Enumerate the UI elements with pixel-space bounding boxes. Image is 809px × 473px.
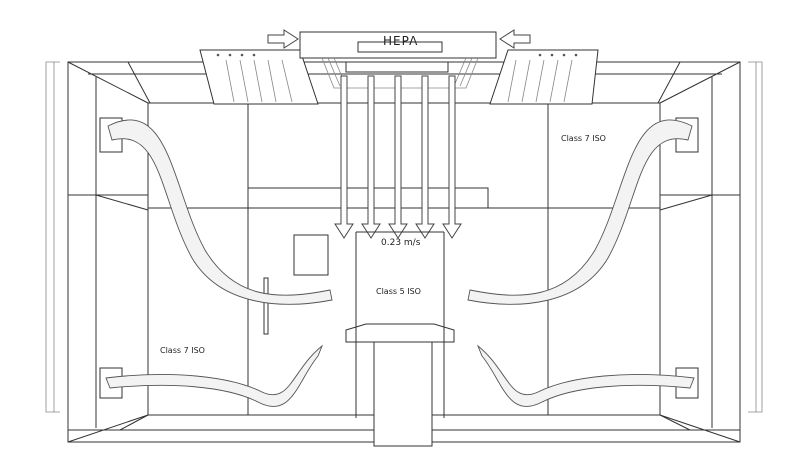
inlet-arrows	[267, 29, 531, 49]
airflow-ribbons	[105, 119, 695, 407]
zone-label-right: Class 7 ISO	[561, 134, 606, 143]
hepa-unit	[299, 31, 497, 89]
zone-label-center: Class 5 ISO	[376, 287, 421, 296]
zone-label-left: Class 7 ISO	[160, 346, 205, 355]
velocity-label: 0.23 m/s	[381, 238, 421, 248]
outer-wall-brackets	[45, 61, 763, 413]
downflow-arrows	[334, 75, 462, 239]
hepa-label: HEPA	[383, 34, 419, 48]
workbench	[345, 231, 455, 447]
ceiling-diffusers	[199, 46, 599, 105]
wall-features	[250, 234, 356, 416]
